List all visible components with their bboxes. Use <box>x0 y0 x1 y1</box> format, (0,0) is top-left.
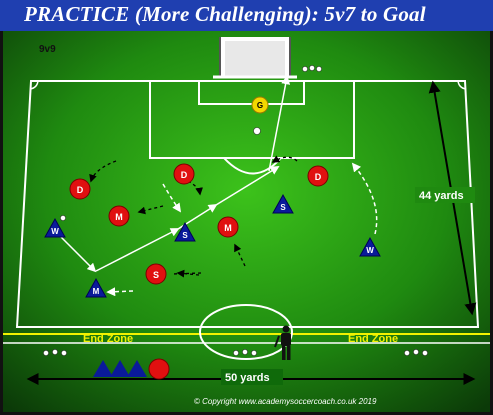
attacker-triangle-midfield: M <box>85 277 107 298</box>
svg-text:D: D <box>77 185 84 195</box>
svg-text:W: W <box>51 227 59 236</box>
pitch-svg: End Zone End Zone 9v9 44 yards 50 yards … <box>3 31 490 412</box>
soccer-ball-icon <box>404 349 428 356</box>
goalkeeper-disc: G <box>251 96 269 114</box>
end-zone-label-left: End Zone <box>83 333 133 345</box>
title-bar: PRACTICE (More Challenging): 5v7 to Goal <box>0 0 493 31</box>
length-label: 44 yards <box>419 190 464 202</box>
pass-arrows <box>52 75 291 273</box>
page-title: PRACTICE (More Challenging): 5v7 to Goal <box>24 2 426 26</box>
attacker-triangle-right-wing: W <box>359 236 381 257</box>
svg-text:S: S <box>182 231 188 240</box>
width-label: 50 yards <box>225 372 270 384</box>
svg-text:D: D <box>181 170 188 180</box>
midfielder-disc-left: M <box>108 205 130 227</box>
dashed-run-arrows <box>106 162 378 297</box>
soccer-ball-icon <box>233 349 257 356</box>
centre-circle <box>199 304 293 360</box>
defender-disc-centre: D <box>173 163 195 185</box>
svg-text:S: S <box>280 203 286 212</box>
attacker-triangle-centre-right: S <box>272 193 294 214</box>
svg-text:D: D <box>315 172 322 182</box>
striker-disc: S <box>145 263 167 285</box>
svg-text:M: M <box>224 223 232 233</box>
svg-text:W: W <box>366 246 374 255</box>
svg-text:M: M <box>93 287 100 296</box>
midfielder-disc-right: M <box>217 216 239 238</box>
copyright-text: © Copyright www.academysoccercoach.co.uk… <box>194 397 377 406</box>
svg-text:S: S <box>153 270 159 280</box>
coach-figure-icon <box>274 325 291 360</box>
svg-text:M: M <box>115 212 123 222</box>
defender-disc-left: D <box>69 178 91 200</box>
format-label: 9v9 <box>39 44 56 55</box>
soccer-ball-icon <box>43 349 67 356</box>
end-zone-label-right: End Zone <box>348 333 398 345</box>
attacker-triangle-left-wing: W <box>44 215 66 238</box>
penalty-box <box>149 81 355 159</box>
penalty-arc <box>223 157 282 175</box>
defender-disc-right: D <box>307 165 329 187</box>
player-disc-icon <box>148 358 170 380</box>
pitch-diagram: End Zone End Zone 9v9 44 yards 50 yards … <box>0 31 493 415</box>
soccer-ball-icon <box>302 65 322 72</box>
attacker-triangle-centre-left: S <box>174 221 196 242</box>
goal <box>213 37 297 79</box>
width-label-bg <box>221 369 283 385</box>
grass <box>3 31 490 412</box>
goal-box <box>198 81 305 105</box>
corner-arc-left <box>29 80 39 90</box>
cone-icon <box>93 360 147 377</box>
svg-text:G: G <box>257 101 263 110</box>
length-label-bg <box>415 187 475 203</box>
soccer-ball-icon <box>253 127 261 135</box>
